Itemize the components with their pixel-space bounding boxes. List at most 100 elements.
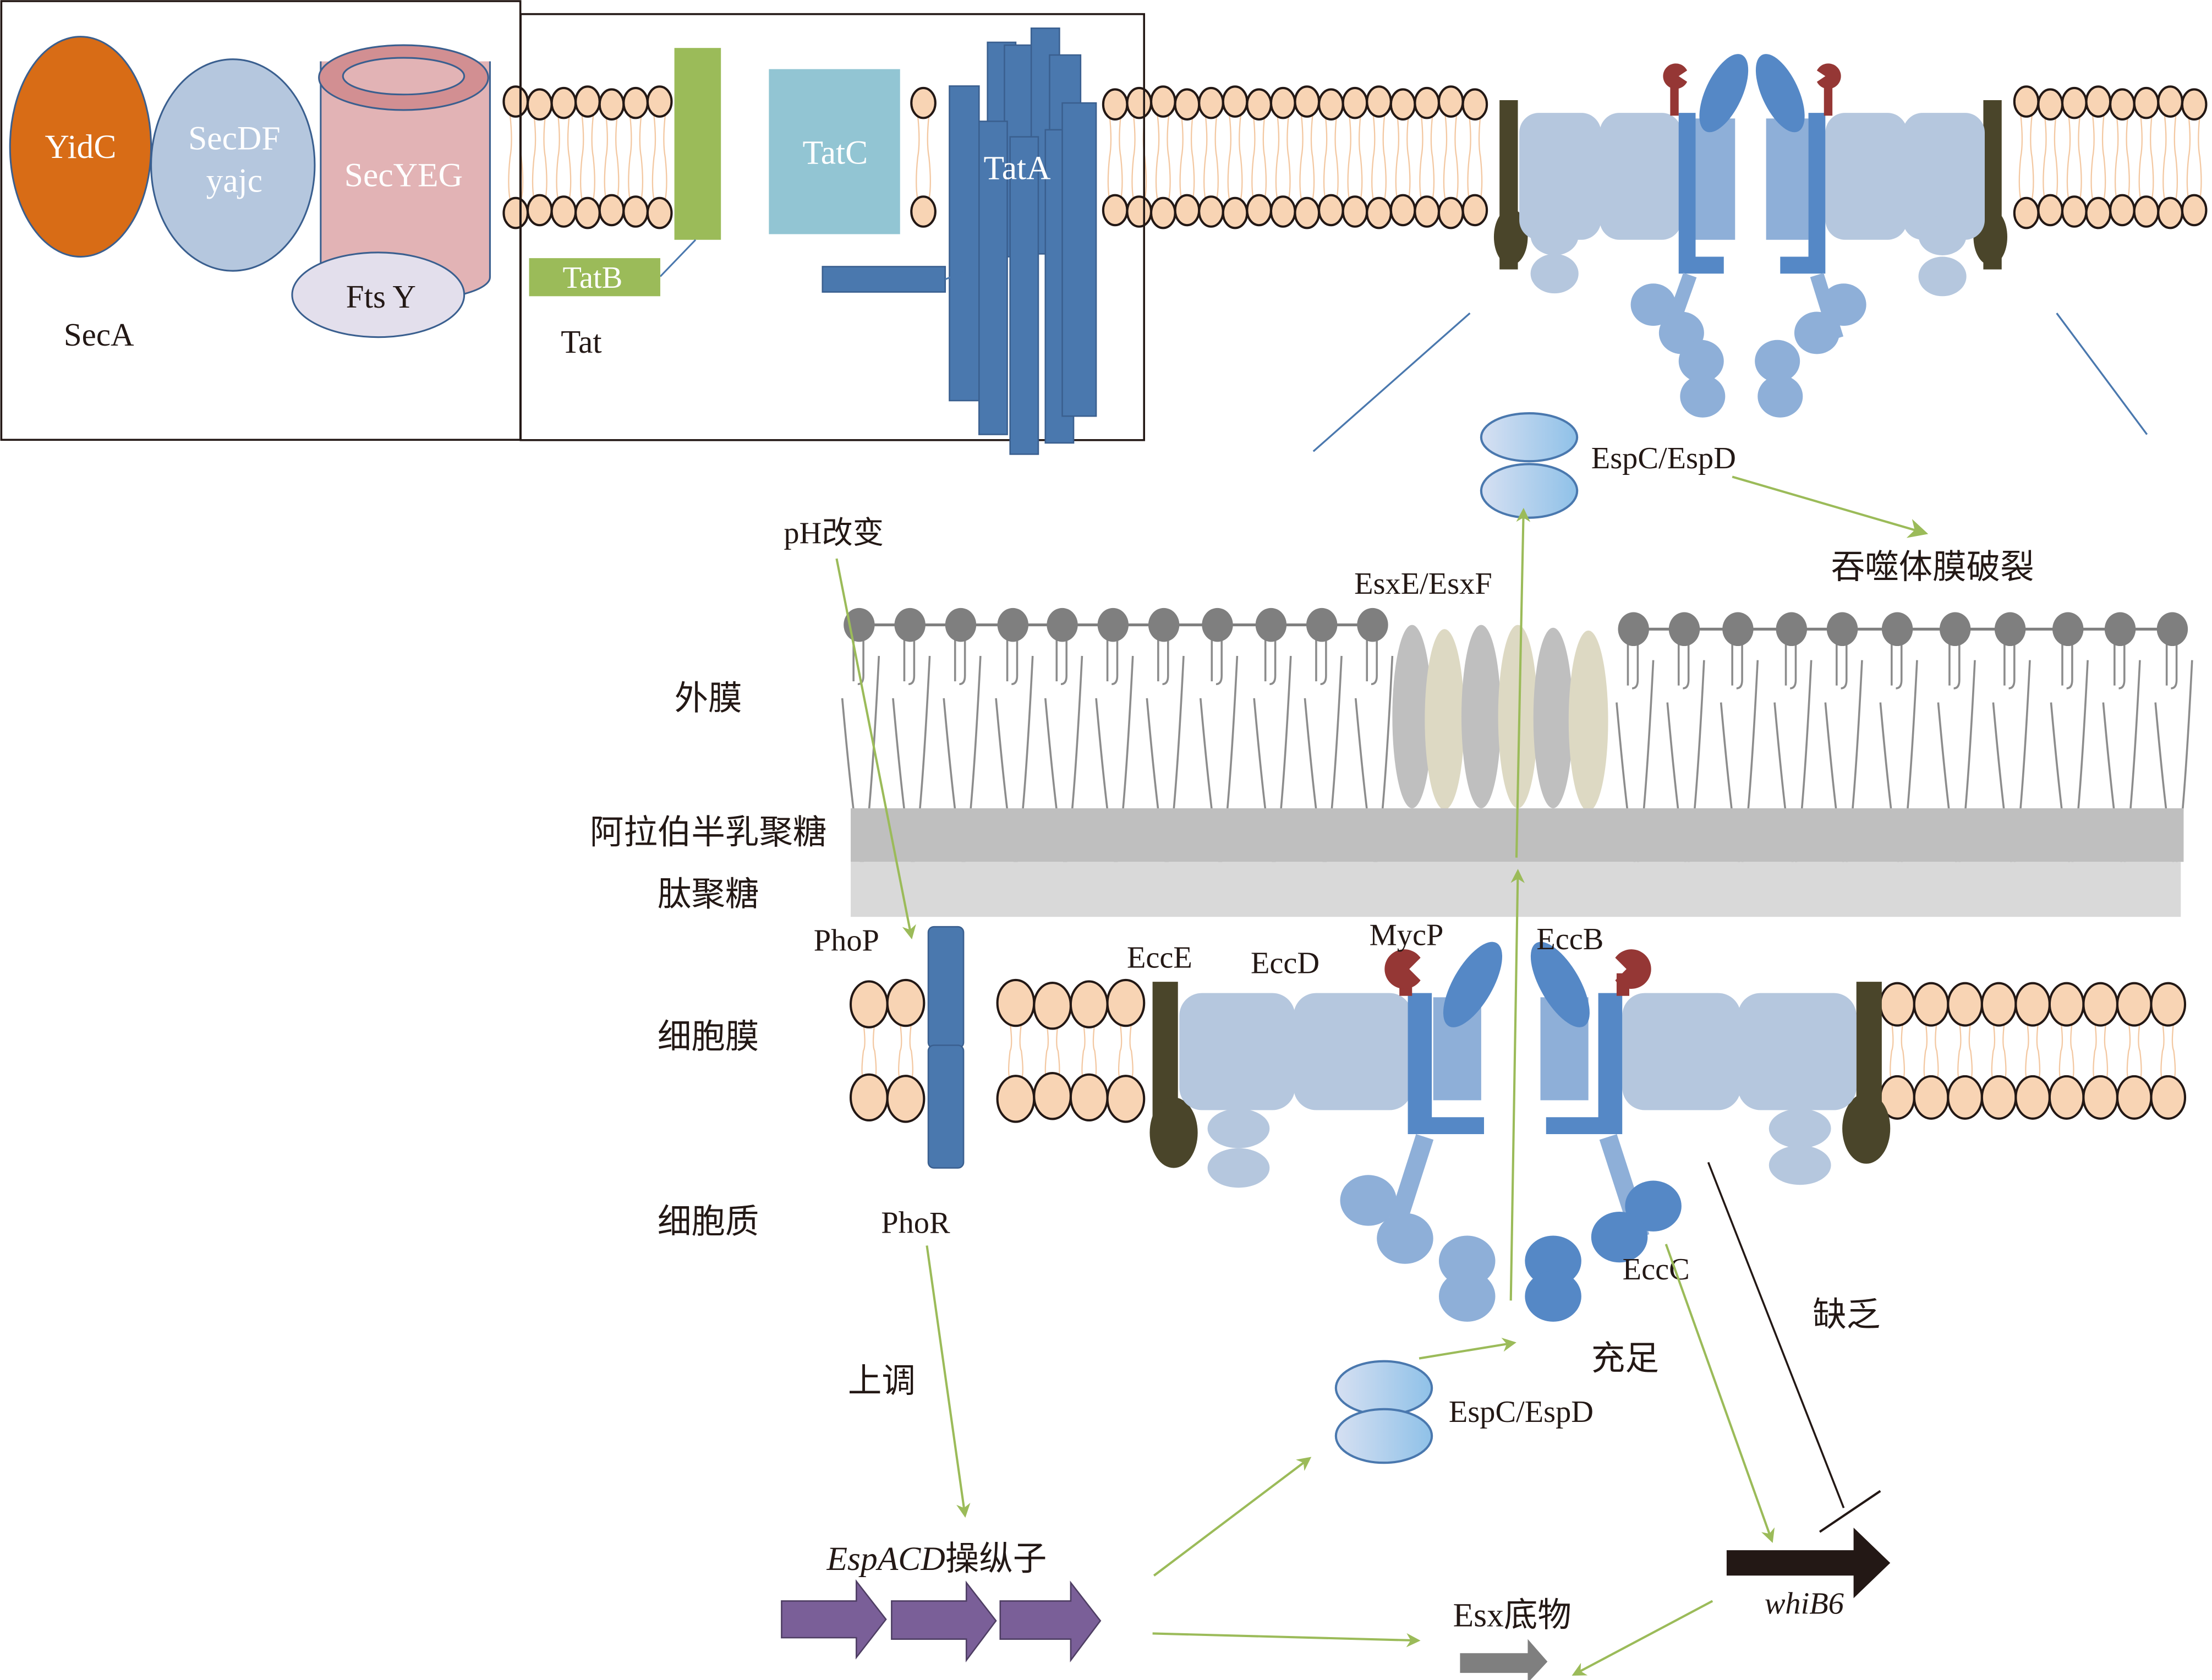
esx-substrate-label: Esx底物 (1453, 1597, 1572, 1634)
espc-espd-top (1480, 412, 1579, 519)
lipid-head (1069, 1073, 1109, 1122)
inner-lipid-bilayer (849, 978, 2187, 1123)
espc-espd-bottom-label: EspC/EspD (1449, 1395, 1594, 1429)
lipid-head (574, 85, 601, 118)
lipid-head (598, 194, 625, 227)
eccb-helix (1780, 113, 1826, 274)
lipid-head (1437, 196, 1464, 229)
lipid-tail (2114, 114, 2119, 200)
lipid-tail (916, 114, 920, 200)
lipid-head (2116, 982, 2153, 1027)
lipid-tail (1155, 114, 1160, 200)
lipid-head (2014, 982, 2051, 1027)
lipid-tail (543, 114, 547, 200)
lipid-head (1461, 88, 1488, 121)
ftsy-label: Fts Y (346, 278, 416, 315)
lipid-head (1269, 86, 1296, 119)
lipid-tail (2018, 114, 2023, 200)
eccd-block (1825, 113, 1908, 240)
lipid-tail (1081, 1022, 1086, 1080)
lipid-tail (1131, 114, 1136, 200)
arrow-espcd-to-eccc (1419, 1338, 1516, 1360)
eccc-domain-pale (1340, 1175, 1397, 1226)
lipid-tail (1991, 1021, 1996, 1081)
mycp-head (1384, 949, 1421, 989)
espd-ellipse (1480, 463, 1579, 519)
lipid-tail (2066, 114, 2071, 200)
tata-connector (945, 266, 978, 280)
esx-substrate-gene-arrow (1460, 1639, 1548, 1680)
lipid-tail (2198, 114, 2202, 200)
mycolic-head (1255, 608, 1287, 642)
eccc-domain (1794, 311, 1839, 354)
lipid-tail (2150, 114, 2154, 200)
lipid-head (622, 195, 649, 228)
espc-espd-bottom (1334, 1360, 1433, 1464)
lipid-head (1913, 982, 1950, 1027)
lipid-head (2061, 195, 2088, 228)
yidc-protein (9, 36, 152, 258)
lipid-tail (2036, 1021, 2041, 1081)
lipid-head (1947, 1075, 1983, 1120)
lipid-tail (1092, 1022, 1097, 1080)
outer-membrane-label: 外膜 (675, 680, 742, 717)
arabinogalactan-label: 阿拉伯半乳聚糖 (590, 814, 827, 851)
peptidoglycan-layer (851, 862, 2181, 917)
eccb-label: EccB (1536, 922, 1603, 956)
espc-ellipse (1480, 412, 1579, 463)
secyeg-label: SecYEG (344, 156, 463, 194)
lipid-tail (1443, 114, 1448, 200)
eccb-block (1766, 118, 1809, 240)
mycolic-head (1202, 608, 1233, 642)
tatb-label-box (529, 258, 660, 297)
lipid-head (526, 88, 553, 121)
lipid-tail (2058, 1021, 2063, 1081)
lipid-head (1913, 1075, 1950, 1120)
lipid-head (2157, 85, 2183, 118)
mycolic-head (2104, 612, 2136, 647)
lipid-tail (651, 114, 656, 200)
lipid-head (2037, 194, 2064, 227)
espacd-operon-genes (781, 1579, 1102, 1662)
lipid-head (1149, 85, 1176, 118)
eccd-block (1600, 113, 1682, 240)
lipid-tail (1310, 114, 1315, 200)
ecce-label: EccE (1127, 940, 1192, 975)
lipid-head (849, 1073, 889, 1122)
eccb-helix (1546, 993, 1623, 1134)
operon-suffix: 操纵子 (945, 1540, 1047, 1578)
lipid-head (1102, 194, 1129, 227)
whib6-gene-arrow (1726, 1528, 1891, 1599)
lipid-head (2133, 195, 2160, 228)
lipid-tail (2101, 114, 2106, 200)
lipid-tail (2186, 114, 2191, 200)
eccc-domain (1630, 283, 1676, 326)
lipid-tail (604, 114, 608, 200)
espd-ellipse-bottom (1334, 1408, 1433, 1464)
eccd-block (1622, 993, 1741, 1110)
lipid-tail (1008, 1022, 1012, 1080)
lipid-tail (1382, 114, 1387, 200)
lipid-head (2109, 194, 2136, 227)
lipid-tail (1227, 114, 1231, 200)
seca-label: SecA (64, 316, 134, 353)
lipid-head (1342, 86, 1368, 119)
lipid-tail (1019, 1022, 1023, 1080)
peptidoglycan-label: 肽聚糖 (658, 876, 759, 913)
mycolic-head (1994, 612, 2026, 647)
zoom-guide-right (2056, 313, 2148, 435)
lipid-tail (2090, 114, 2095, 200)
eccd-cytosolic-domain (1768, 1108, 1831, 1148)
lipid-tail (1129, 1022, 1134, 1080)
lipid-head (1069, 980, 1109, 1028)
arrow-operon-to-espcd (1153, 1457, 1312, 1577)
eccc-domain-strong (1525, 1271, 1581, 1322)
lipid-tail (628, 114, 632, 200)
eccd-cytosolic-domain (1207, 1108, 1270, 1148)
lipid-head (1198, 195, 1224, 228)
lipid-tail (2078, 114, 2082, 200)
mycp-head (1615, 949, 1651, 989)
tatb-transmembrane (674, 48, 721, 240)
lipid-tail (1190, 114, 1195, 200)
